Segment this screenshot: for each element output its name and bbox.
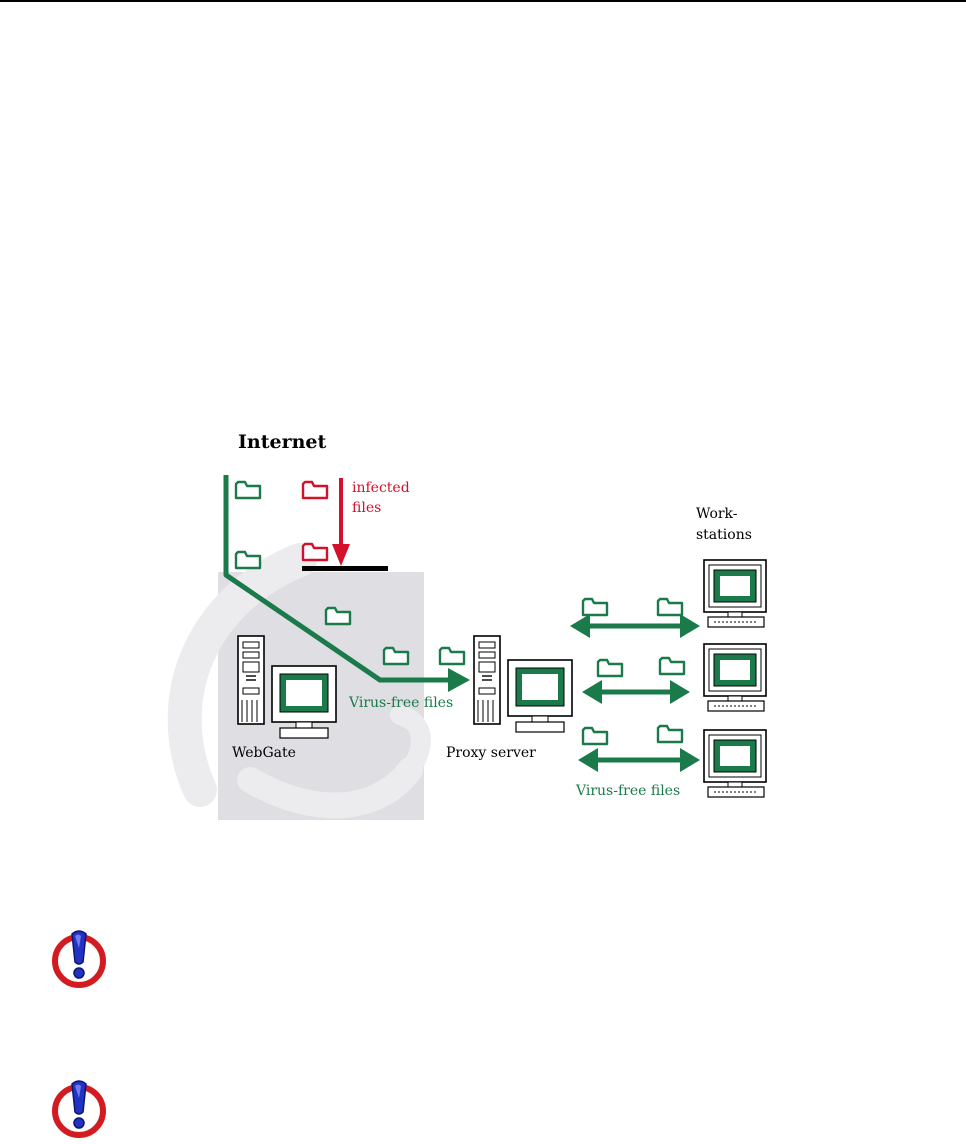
virus-barrier bbox=[302, 566, 388, 571]
clean-file-icon bbox=[581, 597, 609, 617]
clean-file-icon bbox=[581, 726, 609, 746]
webgate-server-tower-icon bbox=[237, 635, 265, 725]
exclamation-warning-icon bbox=[52, 1080, 106, 1138]
virus-free-files-label-mid: Virus-free files bbox=[348, 695, 453, 711]
workstation-link-arrow-2 bbox=[582, 680, 690, 704]
clean-file-icon bbox=[656, 597, 684, 617]
clean-file-icon bbox=[234, 480, 262, 500]
proxy-server-label: Proxy server bbox=[446, 745, 536, 761]
workstation-1-icon bbox=[703, 559, 767, 628]
infected-flow-arrowhead bbox=[332, 544, 350, 566]
workstations-label-line2: stations bbox=[696, 527, 752, 543]
workstations-label-line1: Work- bbox=[696, 506, 738, 522]
virus-free-files-label-right: Virus-free files bbox=[575, 783, 680, 799]
clean-file-icon bbox=[656, 724, 684, 744]
clean-flow-arrowhead bbox=[448, 668, 470, 692]
page-top-rule bbox=[0, 0, 966, 2]
proxy-server-tower-icon bbox=[473, 635, 501, 725]
workstation-3-icon bbox=[703, 729, 767, 798]
workstation-link-arrow-1 bbox=[570, 614, 700, 638]
internet-label: Internet bbox=[238, 431, 326, 453]
webgate-label: WebGate bbox=[232, 745, 296, 761]
infected-file-icon bbox=[301, 480, 329, 500]
clean-file-icon bbox=[438, 646, 466, 666]
clean-file-icon bbox=[658, 656, 686, 676]
clean-flow-line bbox=[223, 475, 455, 683]
clean-file-icon bbox=[596, 658, 624, 678]
exclamation-warning-icon bbox=[52, 930, 106, 988]
umbrella-watermark-icon bbox=[167, 543, 431, 819]
infected-file-icon bbox=[301, 542, 329, 562]
workstation-2-icon bbox=[703, 643, 767, 712]
workstation-link-arrow-3 bbox=[578, 748, 700, 772]
proxy-monitor-icon bbox=[507, 659, 573, 733]
infected-files-label-line1: infected bbox=[352, 480, 410, 496]
infected-files-label-line2: files bbox=[352, 500, 381, 516]
clean-file-icon bbox=[234, 550, 262, 570]
